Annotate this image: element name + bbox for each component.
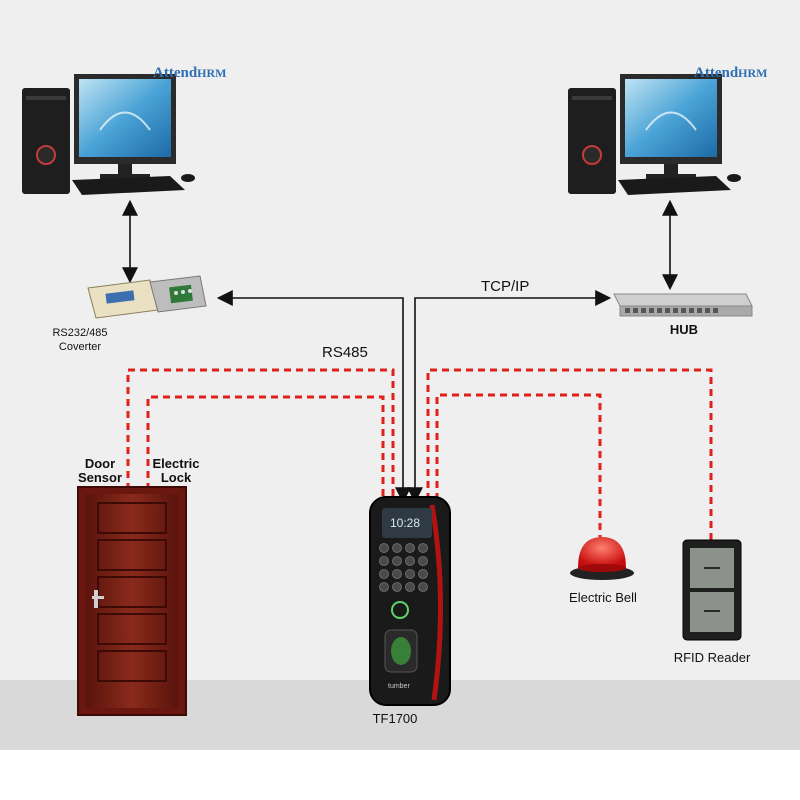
door-sensor-label-line1: Door <box>85 456 115 471</box>
device-keypad <box>379 543 428 592</box>
converter-label-line1: RS232/485 <box>52 327 107 339</box>
converter-label-line2: Coverter <box>59 341 102 353</box>
rfid-reader <box>682 539 742 641</box>
device-label: TF1700 <box>373 711 418 726</box>
tcpip-label: TCP/IP <box>481 278 529 295</box>
door <box>77 486 187 716</box>
rs485-label: RS485 <box>322 344 368 361</box>
device-logo: tumber <box>388 683 410 690</box>
right-brand-logo: AttendHRM <box>694 65 768 81</box>
pc-tower <box>568 88 616 194</box>
network-hub <box>613 293 753 317</box>
rfid-reader-wire <box>426 368 713 540</box>
mouse <box>181 174 195 182</box>
left-brand-logo: AttendHRM <box>153 65 227 81</box>
hub-label: HUB <box>670 322 698 337</box>
electric-lock-label-line1: Electric <box>153 456 200 471</box>
tcpip-link <box>407 290 612 504</box>
keyboard <box>618 176 731 195</box>
device-clock: 10:28 <box>390 516 420 530</box>
electric-lock-wire <box>146 395 385 500</box>
tf1700-device: 10:28 tumber <box>369 496 451 706</box>
bottom-margin <box>0 750 800 800</box>
rfid-indicator-icon <box>391 601 409 619</box>
device-screen <box>382 508 432 538</box>
rs485-link <box>216 290 411 504</box>
right-computer <box>568 74 741 195</box>
pc-tower <box>22 88 70 194</box>
rfid-label: RFID Reader <box>674 650 751 665</box>
keyboard <box>72 176 185 195</box>
electric-bell <box>570 537 634 580</box>
electric-lock-label-line2: Lock <box>161 470 192 485</box>
door-sensor-label-line2: Sensor <box>78 470 122 485</box>
electric-bell-wire <box>435 393 602 537</box>
door-sensor-wire <box>126 368 395 500</box>
bell-label: Electric Bell <box>569 590 637 605</box>
left-computer <box>22 74 195 195</box>
mouse <box>727 174 741 182</box>
rs232-485-converter <box>87 275 207 319</box>
